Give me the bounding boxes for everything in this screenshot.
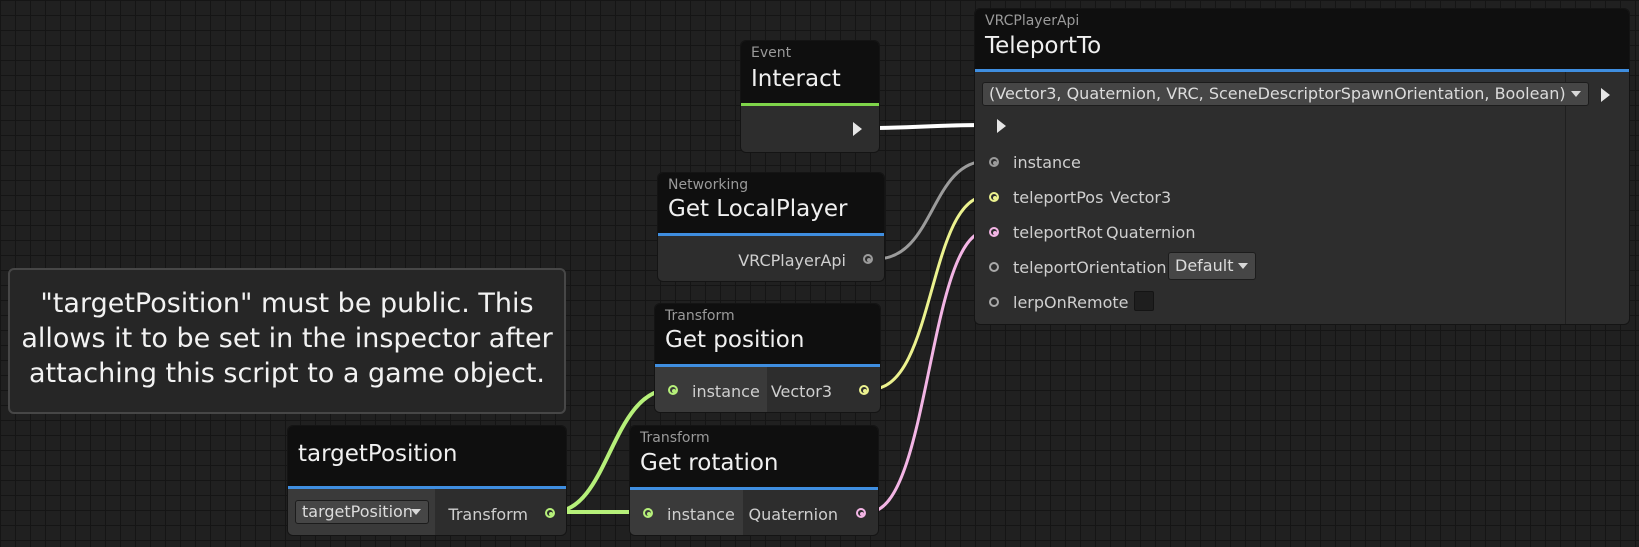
node-header: targetPosition [288,426,566,486]
header-underline [655,364,880,367]
node-category: Networking [668,177,749,193]
header-underline [288,486,566,489]
get-position-node[interactable]: Transform Get position instance Vector3 [654,303,881,413]
node-title: Interact [751,66,841,92]
node-category: VRCPlayerApi [985,13,1080,29]
input-instance-label: instance [1013,153,1081,172]
lerp-on-remote-checkbox[interactable] [1134,291,1154,311]
flow-wire [865,123,986,130]
target-position-dropdown[interactable]: targetPosition [295,500,429,524]
flow-in-port[interactable] [997,119,1006,133]
comment-text: "targetPosition" must be public. This al… [21,288,553,389]
get-local-player-node[interactable]: Networking Get LocalPlayer VRCPlayerApi [657,172,885,282]
input-label: instance [667,505,735,524]
flow-out-port[interactable] [853,122,862,136]
node-title: targetPosition [298,441,458,467]
teleport-orientation-dropdown[interactable]: Default [1168,252,1257,280]
transform-wire-position [552,387,673,514]
input-teleport-rot-label: teleportRot [1013,223,1103,242]
instance-input-port[interactable] [668,385,678,395]
teleport-pos-input-port[interactable] [989,192,999,202]
target-position-node[interactable]: targetPosition targetPosition Transform [287,425,567,536]
output-label: Transform [448,505,528,524]
node-title: Get rotation [640,450,779,476]
vector3-output-port[interactable] [859,385,869,395]
teleport-orientation-input-port[interactable] [989,262,999,272]
node-header: VRCPlayerApi TeleportTo [975,9,1629,69]
input-label: instance [692,382,760,401]
node-header: Networking Get LocalPlayer [658,173,884,233]
node-title: Get LocalPlayer [668,196,848,222]
header-underline [630,487,878,490]
input-teleport-rot-type: Quaternion [1106,223,1196,242]
input-teleport-pos-type: Vector3 [1110,188,1172,207]
transform-output-port[interactable] [545,508,555,518]
header-underline [658,233,884,236]
node-category: Transform [665,308,735,324]
rotation-wire [868,229,988,514]
header-underline [975,69,1629,72]
node-category: Event [751,45,792,61]
output-label: Vector3 [770,382,832,401]
input-teleport-orientation-label: teleportOrientation [1013,258,1167,277]
instance-input-port[interactable] [989,157,999,167]
player-wire [875,159,988,261]
player-api-output-port[interactable] [863,254,873,264]
node-header: Transform Get rotation [630,426,878,487]
comment-box[interactable]: "targetPosition" must be public. This al… [8,268,566,414]
overload-dropdown[interactable]: (Vector3, Quaternion, VRC, SceneDescript… [982,82,1589,106]
output-label: VRCPlayerApi [738,251,846,270]
input-lerp-on-remote-label: lerpOnRemote [1013,293,1129,312]
input-teleport-pos-label: teleportPos [1013,188,1104,207]
get-rotation-node[interactable]: Transform Get rotation instance Quaterni… [629,425,879,536]
output-label: Quaternion [748,505,838,524]
event-underline [741,103,879,106]
position-wire [871,194,988,391]
node-category: Transform [640,430,710,446]
node-header: Transform Get position [655,304,880,364]
flow-out-port[interactable] [1601,88,1610,102]
quaternion-output-port[interactable] [856,508,866,518]
interact-node[interactable]: Event Interact [740,40,880,153]
node-title: TeleportTo [985,33,1102,59]
lerp-on-remote-input-port[interactable] [989,297,999,307]
teleport-to-node[interactable]: VRCPlayerApi TeleportTo (Vector3, Quater… [974,8,1630,325]
output-divider [1565,72,1566,324]
instance-input-port[interactable] [643,508,653,518]
node-title: Get position [665,327,805,353]
teleport-rot-input-port[interactable] [989,227,999,237]
node-header: Event Interact [741,41,879,103]
